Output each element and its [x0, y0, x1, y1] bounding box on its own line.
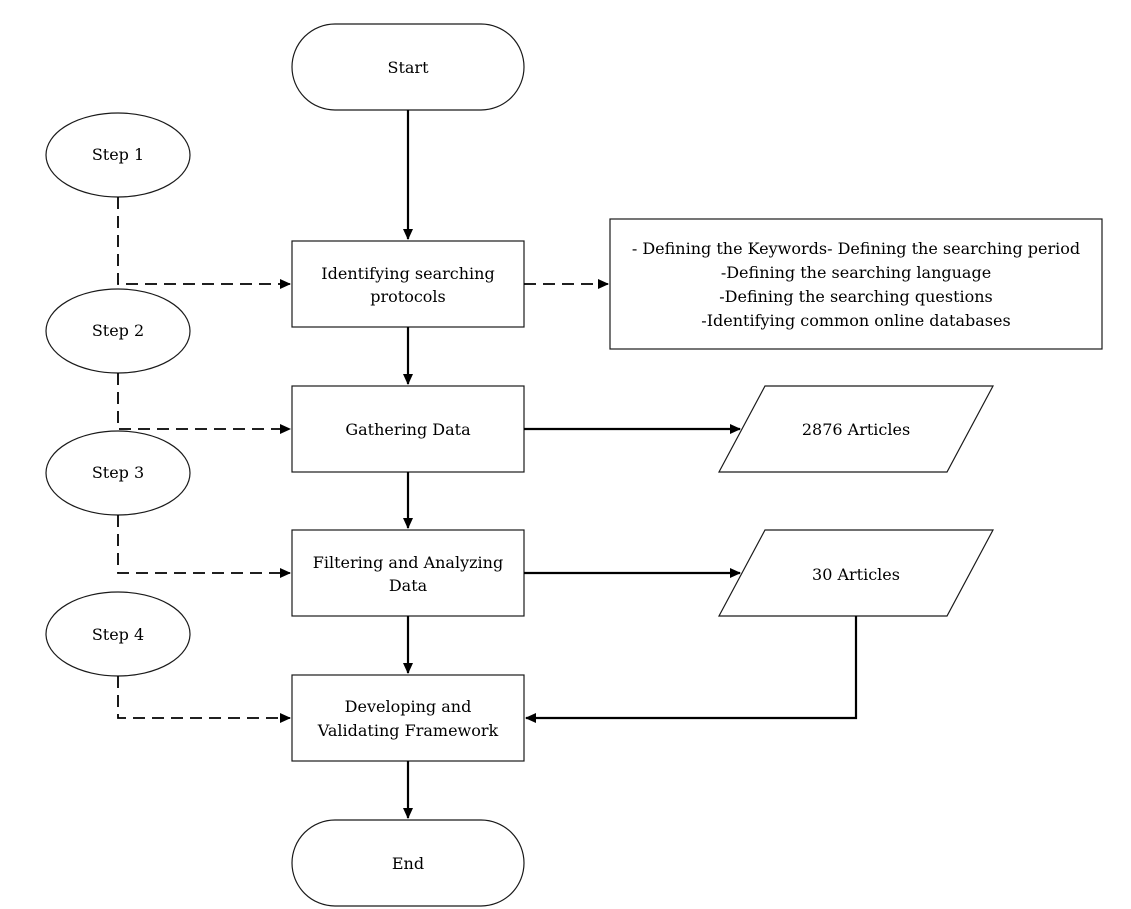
arrow-output-to-develop [525, 616, 858, 723]
protocol-detail-line1: - Defining the Keywords- Defining the se… [632, 239, 1080, 258]
step-2-label: Step 2 [92, 321, 144, 340]
protocol-detail-line2: -Defining the searching language [721, 263, 991, 282]
end-terminal [291, 819, 525, 907]
protocol-details-box [609, 218, 1103, 350]
filtering-analyzing-label-line2: Data [389, 576, 428, 595]
step-4-label: Step 4 [92, 625, 144, 644]
protocol-detail-line4: -Identifying common online databases [701, 311, 1010, 330]
protocol-detail-line3: -Defining the searching questions [719, 287, 993, 306]
dashed-step3-to-filter [117, 515, 291, 578]
filtered-articles-output [717, 529, 995, 617]
end-label: End [392, 854, 424, 873]
identify-protocols-box [291, 240, 525, 328]
dashed-step1-to-identify [117, 197, 291, 289]
gathered-articles-output [717, 385, 995, 473]
gathered-articles-label: 2876 Articles [802, 420, 910, 439]
developing-validating-box [291, 674, 525, 762]
filtering-analyzing-label-line1: Filtering and Analyzing [313, 553, 503, 572]
developing-validating-label-line2: Validating Framework [317, 721, 499, 740]
filtered-articles-label: 30 Articles [812, 565, 900, 584]
developing-validating-label-line1: Developing and [345, 697, 472, 716]
step-1-label: Step 1 [92, 145, 144, 164]
dashed-step4-to-develop [117, 676, 291, 723]
identify-protocols-label-line1: Identifying searching [321, 264, 494, 283]
gathering-data-label: Gathering Data [345, 420, 471, 439]
start-label: Start [387, 58, 429, 77]
filtering-analyzing-box [291, 529, 525, 617]
step-3-label: Step 3 [92, 463, 144, 482]
dashed-step2-to-gather [117, 373, 291, 434]
identify-protocols-label-line2: protocols [370, 287, 446, 306]
